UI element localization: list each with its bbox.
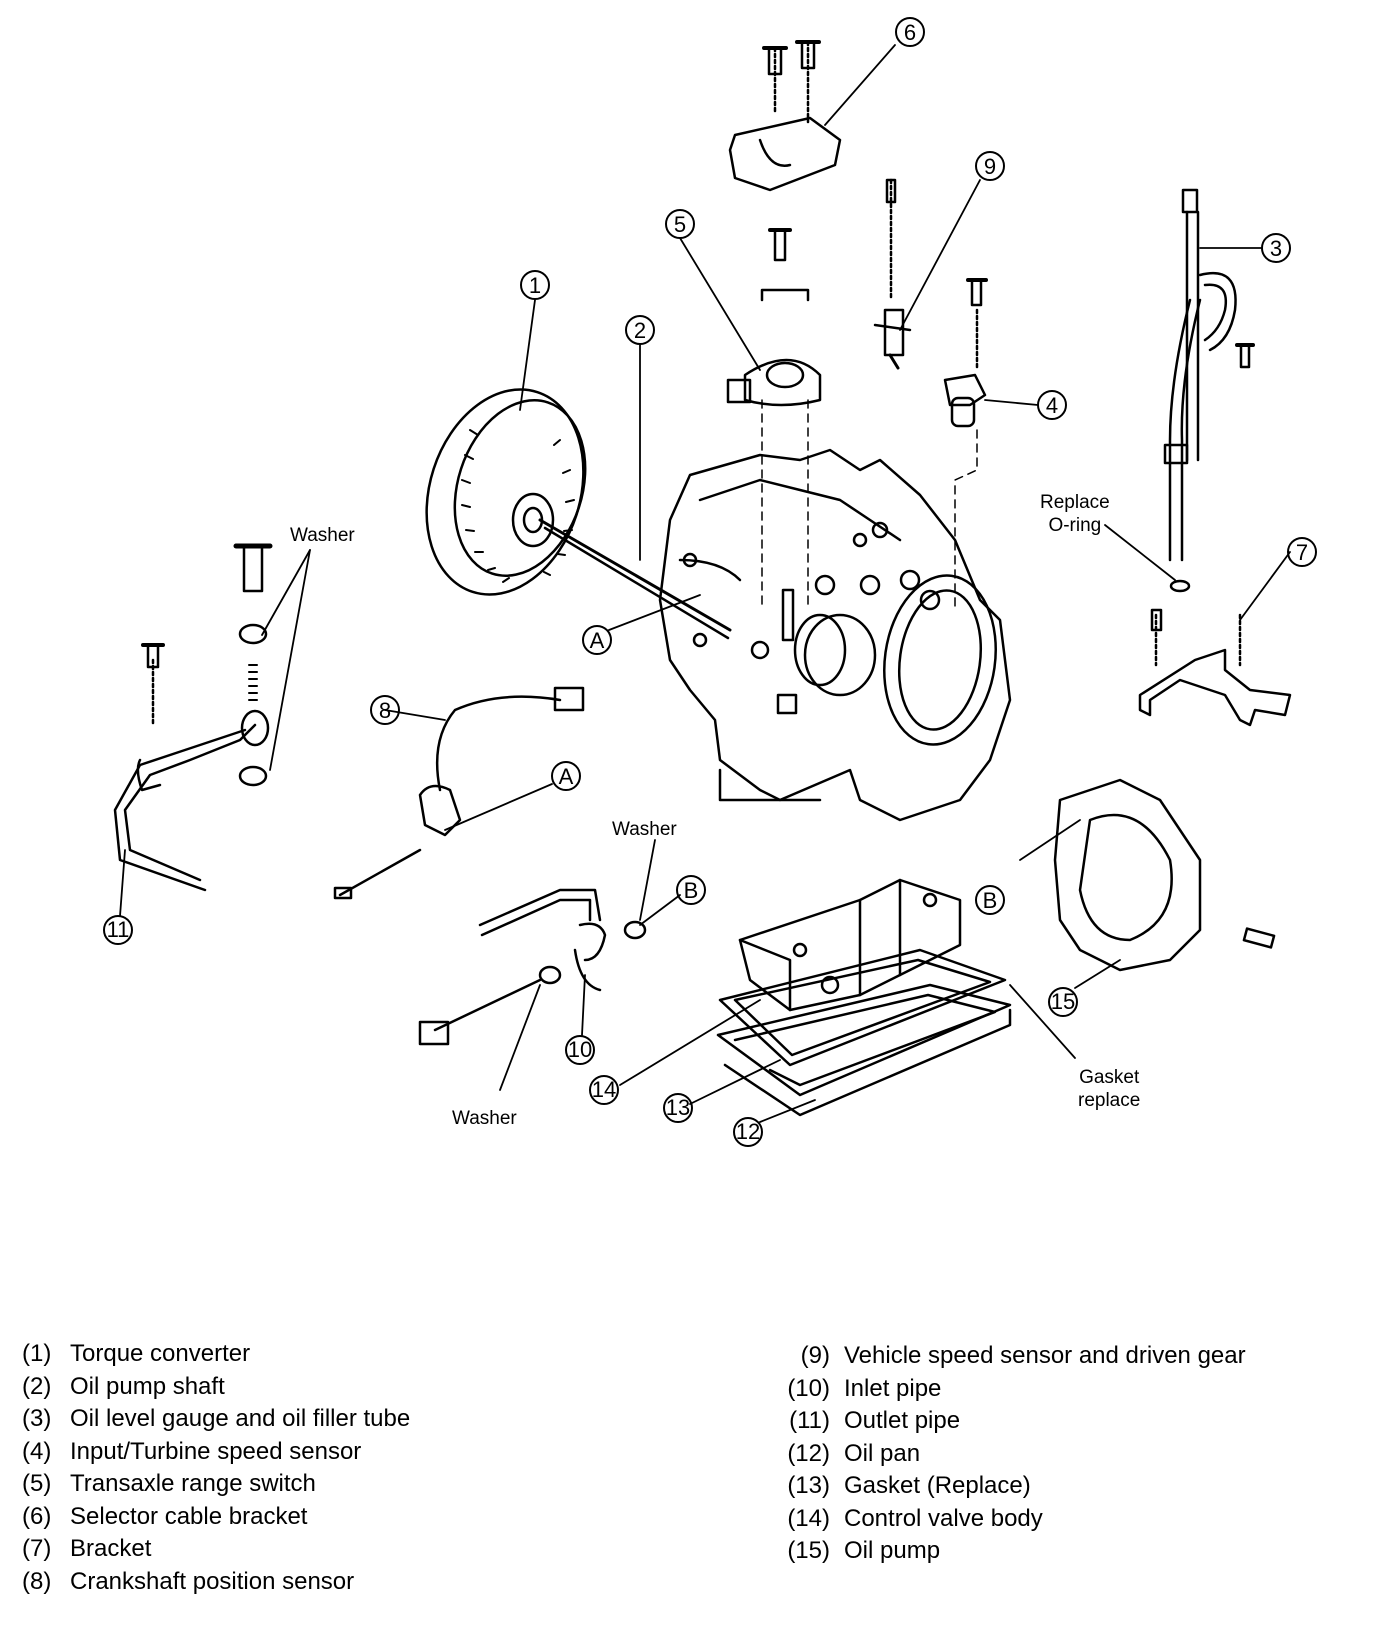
legend-item: (13)Gasket (Replace) (787, 1472, 1031, 1500)
svg-text:10: 10 (568, 1037, 592, 1062)
legend-left: (1)Torque converter (2)Oil pump shaft (3… (22, 1338, 410, 1598)
callout-b-left: B (676, 875, 706, 905)
legend-item: (6)Selector cable bracket (22, 1502, 308, 1530)
callouts: 1 2 3 4 5 6 7 8 9 10 11 12 13 14 15 A A … (103, 17, 1317, 1147)
callout-4: 4 (1037, 390, 1067, 420)
callout-3: 3 (1261, 233, 1291, 263)
washer-label-top: Washer (290, 525, 355, 546)
exploded-view-drawing: 1 2 3 4 5 6 7 8 9 10 11 12 13 14 15 A A … (103, 17, 1317, 1147)
svg-text:4: 4 (1046, 393, 1058, 418)
svg-text:A: A (590, 628, 605, 653)
legend-item: (4)Input/Turbine speed sensor (22, 1437, 362, 1465)
inlet-pipe (418, 888, 647, 1046)
input-turbine-speed-sensor (943, 278, 988, 611)
svg-text:B: B (684, 878, 699, 903)
callout-b-right: B (975, 885, 1005, 915)
vehicle-speed-sensor (873, 178, 912, 370)
callout-15: 15 (1048, 987, 1078, 1017)
svg-text:3: 3 (1270, 236, 1282, 261)
oil-level-gauge (1163, 188, 1255, 593)
callout-1: 1 (520, 270, 550, 300)
legend-item: (1)Torque converter (22, 1340, 251, 1368)
oil-pump (1053, 778, 1276, 972)
svg-text:A: A (559, 764, 574, 789)
legend-right: (9)Vehicle speed sensor and driven gear … (770, 1340, 1246, 1568)
callout-13: 13 (663, 1093, 693, 1123)
svg-text:6: 6 (904, 20, 916, 45)
callout-2: 2 (625, 315, 655, 345)
control-valve-body (738, 878, 962, 1012)
replace-oring-label: Replace O-ring (1040, 492, 1110, 536)
outlet-pipe (113, 543, 273, 892)
svg-text:11: 11 (107, 917, 130, 942)
legend-item: (10)Inlet pipe (787, 1374, 942, 1402)
legend-item: (2)Oil pump shaft (22, 1372, 225, 1400)
transaxle-range-switch (726, 228, 822, 611)
svg-text:7: 7 (1296, 540, 1308, 565)
bracket (1138, 608, 1292, 727)
callout-a-lower: A (551, 761, 581, 791)
callout-5: 5 (665, 209, 695, 239)
svg-text:5: 5 (674, 212, 686, 237)
callout-14: 14 (589, 1075, 619, 1105)
svg-text:13: 13 (666, 1095, 690, 1120)
legend-item: (8)Crankshaft position sensor (22, 1567, 355, 1595)
legend-item: (12)Oil pan (787, 1439, 921, 1467)
legend-item: (15)Oil pump (787, 1537, 941, 1565)
callout-a-upper: A (582, 625, 612, 655)
svg-text:12: 12 (736, 1119, 760, 1144)
legend-item: (3)Oil level gauge and oil filler tube (22, 1405, 411, 1433)
gasket-replace-label: Gasket replace (1078, 1067, 1141, 1111)
leader-lines (119, 44, 1291, 1123)
svg-text:14: 14 (592, 1077, 616, 1102)
legend-item: (5)Transaxle range switch (22, 1470, 316, 1498)
gasket-and-oil-pan (716, 948, 1012, 1117)
svg-text:2: 2 (634, 318, 646, 343)
callout-9: 9 (975, 151, 1005, 181)
legend-item: (7)Bracket (22, 1535, 152, 1563)
legend-item: (11)Outlet pipe (789, 1407, 961, 1435)
svg-text:1: 1 (529, 273, 541, 298)
svg-text:8: 8 (379, 698, 391, 723)
crankshaft-position-sensor (333, 686, 585, 900)
washer-label-bottom: Washer (452, 1108, 517, 1129)
legend-item: (9)Vehicle speed sensor and driven gear (800, 1342, 1246, 1370)
callout-6: 6 (895, 17, 925, 47)
svg-text:9: 9 (984, 154, 996, 179)
callout-7: 7 (1287, 537, 1317, 567)
svg-text:B: B (983, 888, 998, 913)
legend-item: (14)Control valve body (787, 1504, 1043, 1532)
washer-label-inlet: Washer (612, 819, 677, 840)
callout-12: 12 (733, 1117, 763, 1147)
torque-converter (425, 388, 732, 640)
callout-10: 10 (565, 1035, 595, 1065)
callout-11: 11 (103, 915, 133, 945)
selector-cable-bracket (728, 40, 842, 192)
callout-8: 8 (370, 695, 400, 725)
svg-text:15: 15 (1051, 989, 1075, 1014)
transaxle-case (658, 448, 1012, 822)
